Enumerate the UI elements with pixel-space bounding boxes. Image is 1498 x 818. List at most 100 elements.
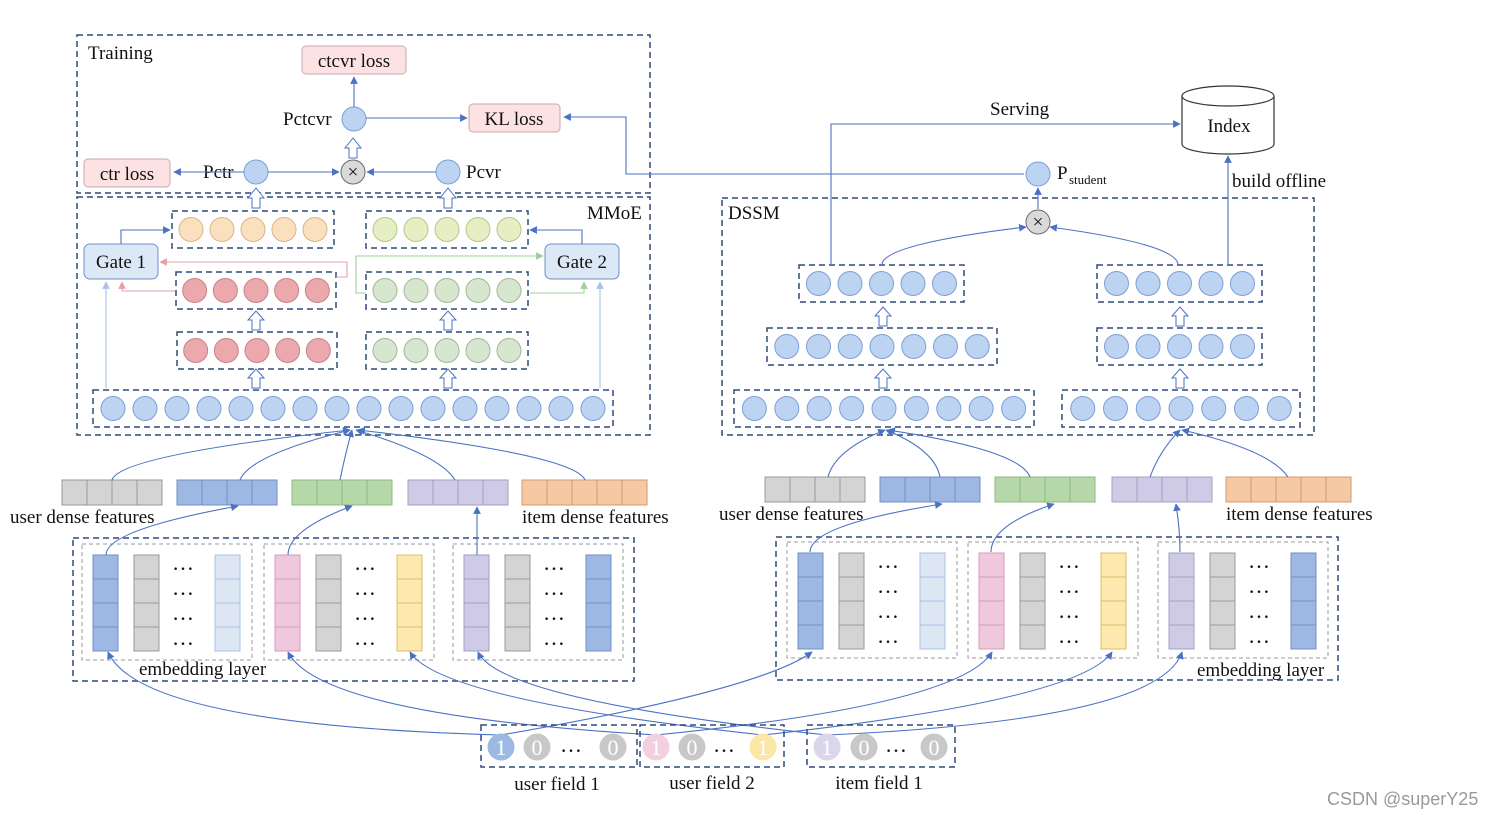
index-database-icon xyxy=(1181,85,1275,155)
right-emb-user-field1-cell xyxy=(797,576,824,602)
uf2-zero-text: 0 xyxy=(687,735,698,760)
user-field-1-label: user field 1 xyxy=(514,774,599,795)
curve-left-user-dense xyxy=(111,426,351,481)
dssm-user-mid-row-node xyxy=(964,334,990,359)
left-user-field2-emb-cell xyxy=(291,479,318,506)
right-item-field1-emb-cell xyxy=(1161,476,1188,503)
left-user-field2-emb-cell xyxy=(366,479,393,506)
uf2-one-text: 1 xyxy=(651,735,662,760)
right-emb-user-field2-ellipsis: … xyxy=(1058,548,1080,573)
right-emb-user-field1-cell xyxy=(919,624,946,650)
right-emb-user-field2-cell xyxy=(1100,576,1127,602)
mmoe-input-row-frame xyxy=(92,389,614,428)
left-user-field1-emb-cell xyxy=(226,479,253,506)
mmoe-expert1-lower-row-node xyxy=(244,338,270,363)
dssm-user-mid-row-node xyxy=(933,334,958,359)
curve-right-item-field1 xyxy=(1149,429,1181,478)
dssm-item-top-row-node xyxy=(1198,271,1224,296)
curve-emb-right-2 xyxy=(990,502,1055,553)
right-emb-item-field1-ellipsis: … xyxy=(1248,598,1270,623)
dssm-user-mid-row-node xyxy=(774,334,800,359)
item-field-1-label: item field 1 xyxy=(835,773,923,794)
mmoe-input-row-node xyxy=(580,396,606,421)
user-dense-label-right: user dense features xyxy=(719,504,864,525)
left-emb-user-field1-cell xyxy=(214,626,241,652)
mmoe-task1-tower-row-node xyxy=(209,217,235,242)
dssm-user-top-row-node xyxy=(932,271,957,296)
mmoe-expert1-lower-row-node xyxy=(305,338,331,363)
right-emb-user-field2-cell xyxy=(1019,624,1046,650)
dssm-user-bottom-row-node xyxy=(774,396,800,421)
right-emb-item-field1-cell xyxy=(1168,624,1195,650)
left-emb-item-field1-cell xyxy=(504,578,531,604)
right-emb-user-field2-cell xyxy=(978,600,1005,626)
mmoe-expert2-lower-row-node xyxy=(403,338,429,363)
curve-right-item-dense xyxy=(1181,427,1289,478)
dssm-user-bottom-row-node xyxy=(839,396,865,421)
left-emb-item-field1-cell xyxy=(585,578,612,604)
right-user-field1-emb-cell xyxy=(929,476,956,503)
right-emb-item-field1-cell xyxy=(1209,600,1236,626)
mmoe-expert2-lower-row-node xyxy=(496,338,522,363)
dssm-item-bottom-row-node xyxy=(1234,396,1259,421)
dssm-user-top-row-frame xyxy=(798,264,965,303)
mmoe-input-row-node xyxy=(260,396,286,421)
mmoe-task2-tower-row-node xyxy=(465,217,491,242)
right-emb-user-field2-cell xyxy=(978,576,1005,602)
kl-loss-label: KL loss xyxy=(485,109,544,130)
left-emb-user-field2-ellipsis: … xyxy=(354,625,376,650)
mmoe-expert2-upper-row-node xyxy=(434,278,460,303)
watermark: CSDN @superY25 xyxy=(1327,789,1478,809)
ctcvr-loss-label: ctcvr loss xyxy=(318,51,390,72)
dssm-frame xyxy=(721,197,1315,436)
mmoe-task1-tower-row-node xyxy=(271,217,297,242)
right-emb-item-field1-cell xyxy=(1290,600,1317,626)
uf2-one-b xyxy=(749,733,777,761)
left-emb-user-field1-cell xyxy=(92,626,119,652)
embedding-frame-left xyxy=(72,537,635,682)
left-user-field1-emb-cell xyxy=(176,479,203,506)
embedding-label-left: embedding layer xyxy=(139,659,267,680)
curve-onehot-i1-left xyxy=(477,651,828,736)
dssm-user-top-row-node xyxy=(837,271,863,296)
dssm-item-bottom-row-node xyxy=(1103,396,1128,421)
right-item-dense-cell xyxy=(1300,476,1327,503)
right-emb-user-field1-ellipsis: … xyxy=(877,623,899,648)
right-emb-item-field1-ellipsis: … xyxy=(1248,623,1270,648)
right-item-dense-cell xyxy=(1275,476,1302,503)
left-emb-item-field1-ellipsis: … xyxy=(543,625,565,650)
uf1-zero-b-text: 0 xyxy=(608,735,619,760)
mmoe-expert2-upper-row-node xyxy=(465,278,491,303)
dssm-item-bottom-row-node xyxy=(1135,396,1161,421)
left-emb-user-field1-cell xyxy=(133,554,160,580)
right-emb-item-field1-cell xyxy=(1168,552,1195,578)
left-user-dense-cell xyxy=(111,479,138,506)
left-emb-item-field1-cell xyxy=(463,554,490,580)
right-item-field1-emb-cell xyxy=(1186,476,1213,503)
left-item-field1-emb-cell xyxy=(432,479,459,506)
right-emb-user-field2-ellipsis: … xyxy=(1058,573,1080,598)
mmoe-expert1-upper-row-node xyxy=(243,278,269,303)
embedding-frame-right xyxy=(775,536,1339,681)
dssm-user-top-row-node xyxy=(869,271,894,296)
kl-loss-box xyxy=(468,103,561,133)
left-user-dense-cell xyxy=(86,479,113,506)
curve-left-field1 xyxy=(239,427,351,481)
mmoe-input-row-node xyxy=(228,396,254,421)
mmoe-task1-tower-row-node xyxy=(178,217,204,242)
right-user-dense-cell xyxy=(789,476,816,503)
mmoe-input-row-node xyxy=(100,396,126,421)
left-emb-user-field1-cell xyxy=(92,578,119,604)
right-user-field1-emb-cell xyxy=(904,476,931,503)
uf1-one xyxy=(487,733,515,761)
right-emb-user-field1-cell xyxy=(838,600,865,626)
left-emb-user-field2-cell xyxy=(396,626,423,652)
mmoe-expert1-lower-row-frame xyxy=(176,331,338,370)
mmoe-expert2-upper-row-node xyxy=(403,278,429,303)
right-emb-item-field1-ellipsis: … xyxy=(1248,548,1270,573)
left-emb-item-field1-ellipsis: … xyxy=(543,575,565,600)
mmoe-input-row-node xyxy=(548,396,574,421)
mmoe-expert2-upper-row-node xyxy=(372,278,398,303)
left-emb-item-field1-cell xyxy=(504,602,531,628)
